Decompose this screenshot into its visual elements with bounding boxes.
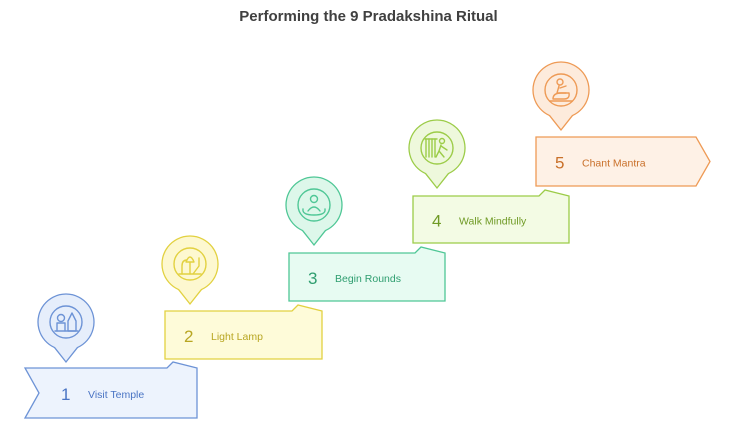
step-number: 3 xyxy=(308,269,317,288)
step-label: Chant Mantra xyxy=(582,158,646,170)
step-2: 2 Light Lamp xyxy=(161,235,323,360)
diagram-title: Performing the 9 Pradakshina Ritual xyxy=(239,8,498,25)
step-3: 3 Begin Rounds xyxy=(285,176,446,302)
icon-pin xyxy=(532,61,590,132)
step-box xyxy=(412,189,570,244)
step-1: 1 Visit Temple xyxy=(23,293,198,419)
step-number: 4 xyxy=(432,212,441,231)
step-5: 5 Chant Mantra xyxy=(532,61,711,187)
step-box xyxy=(23,361,198,419)
step-box xyxy=(535,136,711,187)
step-label: Light Lamp xyxy=(211,331,263,343)
praying-person-icon xyxy=(544,73,578,107)
step-box xyxy=(288,246,446,302)
meditation-icon xyxy=(297,188,331,222)
step-number: 1 xyxy=(61,385,70,404)
lamp-icon xyxy=(173,247,207,281)
temple-icon xyxy=(49,305,83,339)
step-label: Visit Temple xyxy=(88,389,144,401)
step-number: 2 xyxy=(184,327,193,346)
icon-pin xyxy=(285,176,343,247)
step-label: Walk Mindfully xyxy=(459,216,527,228)
step-number: 5 xyxy=(555,154,564,173)
step-box xyxy=(164,304,323,360)
step-4: 4 Walk Mindfully xyxy=(408,119,570,244)
icon-pin xyxy=(37,293,95,364)
walking-person-icon xyxy=(420,131,454,165)
step-label: Begin Rounds xyxy=(335,273,401,285)
